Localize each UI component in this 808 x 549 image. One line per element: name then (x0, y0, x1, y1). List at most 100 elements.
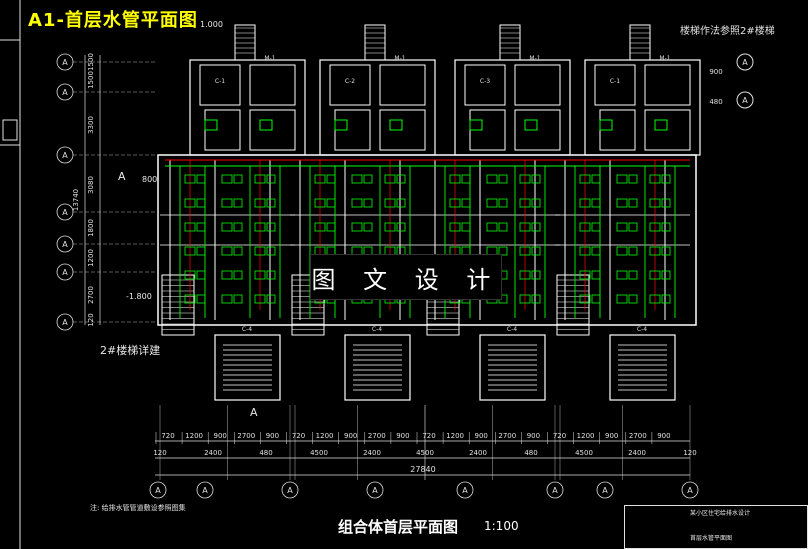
fixture-box (266, 222, 276, 232)
dim-row1-label: 900 (344, 432, 357, 440)
unit-upper-wing (584, 59, 701, 156)
axis-bubble-label: A (62, 151, 68, 160)
dim-row2-label: 2400 (469, 449, 487, 457)
axis-bubble-right (736, 53, 754, 71)
dim-row1-label: 1200 (577, 432, 595, 440)
fixture-box (591, 222, 601, 232)
fixture-box (221, 270, 233, 280)
unit-upper-wing (319, 59, 436, 156)
axis-bubble-label: A (202, 486, 208, 495)
dim-row1-label: 1200 (446, 432, 464, 440)
fixture-box (196, 294, 206, 304)
top-right-dim: 480 (709, 98, 722, 106)
fixture-box (649, 270, 661, 280)
left-dim-label: 3080 (87, 176, 95, 194)
fixture-box (396, 198, 406, 208)
fixture-box (519, 174, 531, 184)
fixture-box (233, 246, 243, 256)
fixture-box (396, 174, 406, 184)
fixture-box (233, 198, 243, 208)
fixture-box (233, 174, 243, 184)
dim-row2-label: 2400 (363, 449, 381, 457)
dimension-lines: 1500150033003080180012002700120137409004… (72, 53, 723, 480)
axis-bubble-label: A (602, 486, 608, 495)
dim-row1-label: 900 (475, 432, 488, 440)
fixture-box (649, 246, 661, 256)
dim-row2-label: 480 (524, 449, 537, 457)
fixture-box (628, 270, 638, 280)
fixture-box (254, 246, 266, 256)
top-right-dim: 900 (709, 68, 722, 76)
fixture-box (498, 246, 508, 256)
left-dim-label: 1500 (87, 71, 95, 89)
fixture-box (389, 119, 403, 131)
fixture-box (461, 174, 471, 184)
fixture-box (661, 174, 671, 184)
fixture-box (221, 174, 233, 184)
fixture-box (233, 270, 243, 280)
bathroom-room (249, 64, 296, 106)
fixture-box (649, 198, 661, 208)
fixture-box (184, 246, 196, 256)
fixture-box (599, 119, 613, 131)
kitchen-room (199, 64, 241, 106)
axis-bubble-label: A (155, 486, 161, 495)
fixture-box (661, 246, 671, 256)
fixture-box (591, 246, 601, 256)
dim-row1-label: 1200 (185, 432, 203, 440)
fixture-box (531, 174, 541, 184)
fixture-box (616, 246, 628, 256)
fixture-box (184, 198, 196, 208)
dim-row1-label: 2700 (498, 432, 516, 440)
fixture-box (654, 119, 668, 131)
fixture-box (579, 270, 591, 280)
stair-tower (234, 24, 256, 61)
dim-row1-label: 900 (266, 432, 279, 440)
fixture-box (221, 222, 233, 232)
fixture-box (486, 222, 498, 232)
level-left: -1.800 (126, 292, 152, 301)
fixture-box (196, 198, 206, 208)
fixture-box (579, 294, 591, 304)
room-tag-lower: C-4 (507, 326, 517, 333)
fixture-box (616, 270, 628, 280)
axis-bubble-bottom (546, 481, 564, 499)
fixture-box (384, 222, 396, 232)
dim-row1-label: 2700 (237, 432, 255, 440)
fixture-box (384, 174, 396, 184)
fixture-box (531, 246, 541, 256)
dim-row1-label: 900 (657, 432, 670, 440)
kitchen-room (464, 64, 506, 106)
fixture-box (326, 174, 336, 184)
fixture-box (254, 174, 266, 184)
fixture-box (616, 198, 628, 208)
axis-bubble-label: A (372, 486, 378, 495)
axis-bubble-label: A (62, 268, 68, 277)
fixture-box (351, 174, 363, 184)
fixture-box (449, 174, 461, 184)
stair-tower (364, 24, 386, 61)
room-tag: C-1 (610, 78, 620, 85)
fixture-box (363, 222, 373, 232)
fixture-box (579, 198, 591, 208)
fixture-box (461, 222, 471, 232)
dim-row2-label: 4500 (310, 449, 328, 457)
fixture-box (616, 222, 628, 232)
fixture-box (334, 119, 348, 131)
fixture-box (184, 270, 196, 280)
fixture-box (196, 270, 206, 280)
axis-bubble-bottom (281, 481, 299, 499)
door-tag: M-1 (529, 55, 540, 62)
fixture-box (649, 222, 661, 232)
level-left-2: 800 (142, 175, 158, 184)
fixture-box (266, 270, 276, 280)
utility-room (249, 109, 296, 151)
dim-row2-label: 480 (259, 449, 272, 457)
fixture-box (661, 294, 671, 304)
axis-bubble-label: A (687, 486, 693, 495)
fixture-box (254, 270, 266, 280)
fixture-box (221, 198, 233, 208)
unit-upper-wing (454, 59, 571, 156)
dim-row1-label: 2700 (629, 432, 647, 440)
